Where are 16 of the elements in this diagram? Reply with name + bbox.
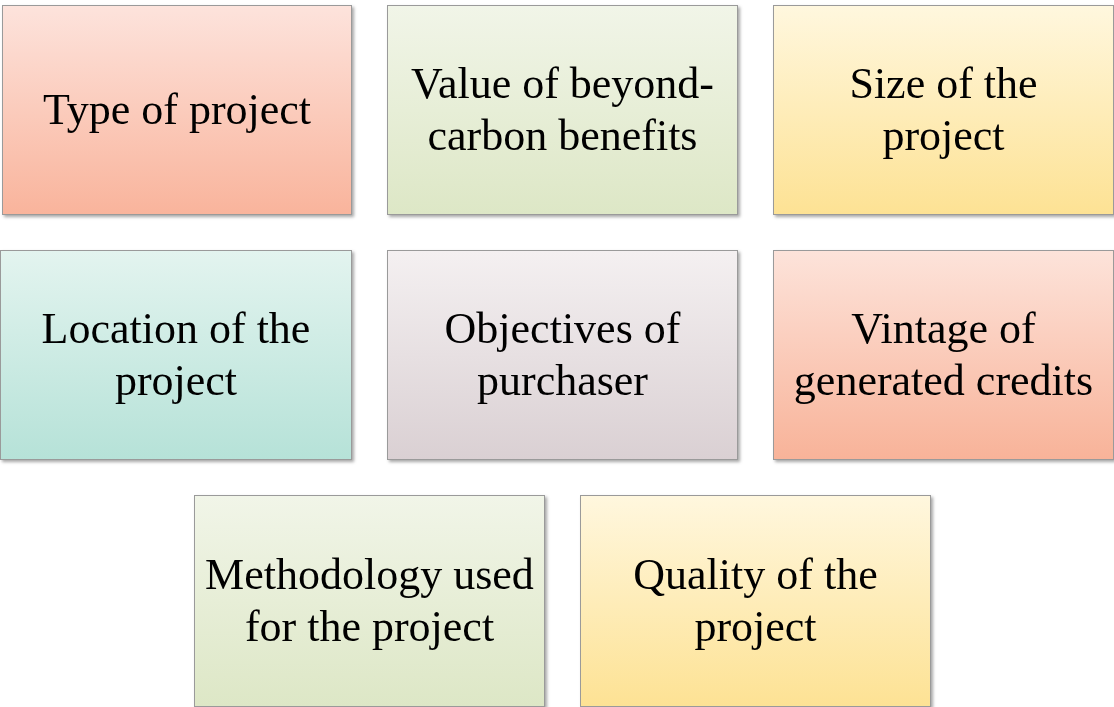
- factor-text: Methodology used for the project: [204, 549, 535, 653]
- factor-text: Location of the project: [40, 303, 312, 407]
- factor-text: Vintage of generated credits: [792, 303, 1095, 407]
- factor-box: [387, 5, 738, 215]
- factor-box: [580, 495, 931, 707]
- factor-text: Size of the project: [848, 58, 1039, 162]
- factor-text: Objectives of purchaser: [443, 303, 682, 407]
- factor-box: [387, 250, 738, 460]
- factor-box: [2, 5, 352, 215]
- factor-text: Value of beyond-carbon benefits: [410, 58, 715, 162]
- factor-text: Type of project: [41, 84, 313, 136]
- factor-box: [194, 495, 545, 707]
- factor-box: [0, 250, 352, 460]
- factor-text: Quality of the project: [632, 549, 879, 653]
- factor-box: [773, 250, 1114, 460]
- factor-box: [773, 5, 1114, 215]
